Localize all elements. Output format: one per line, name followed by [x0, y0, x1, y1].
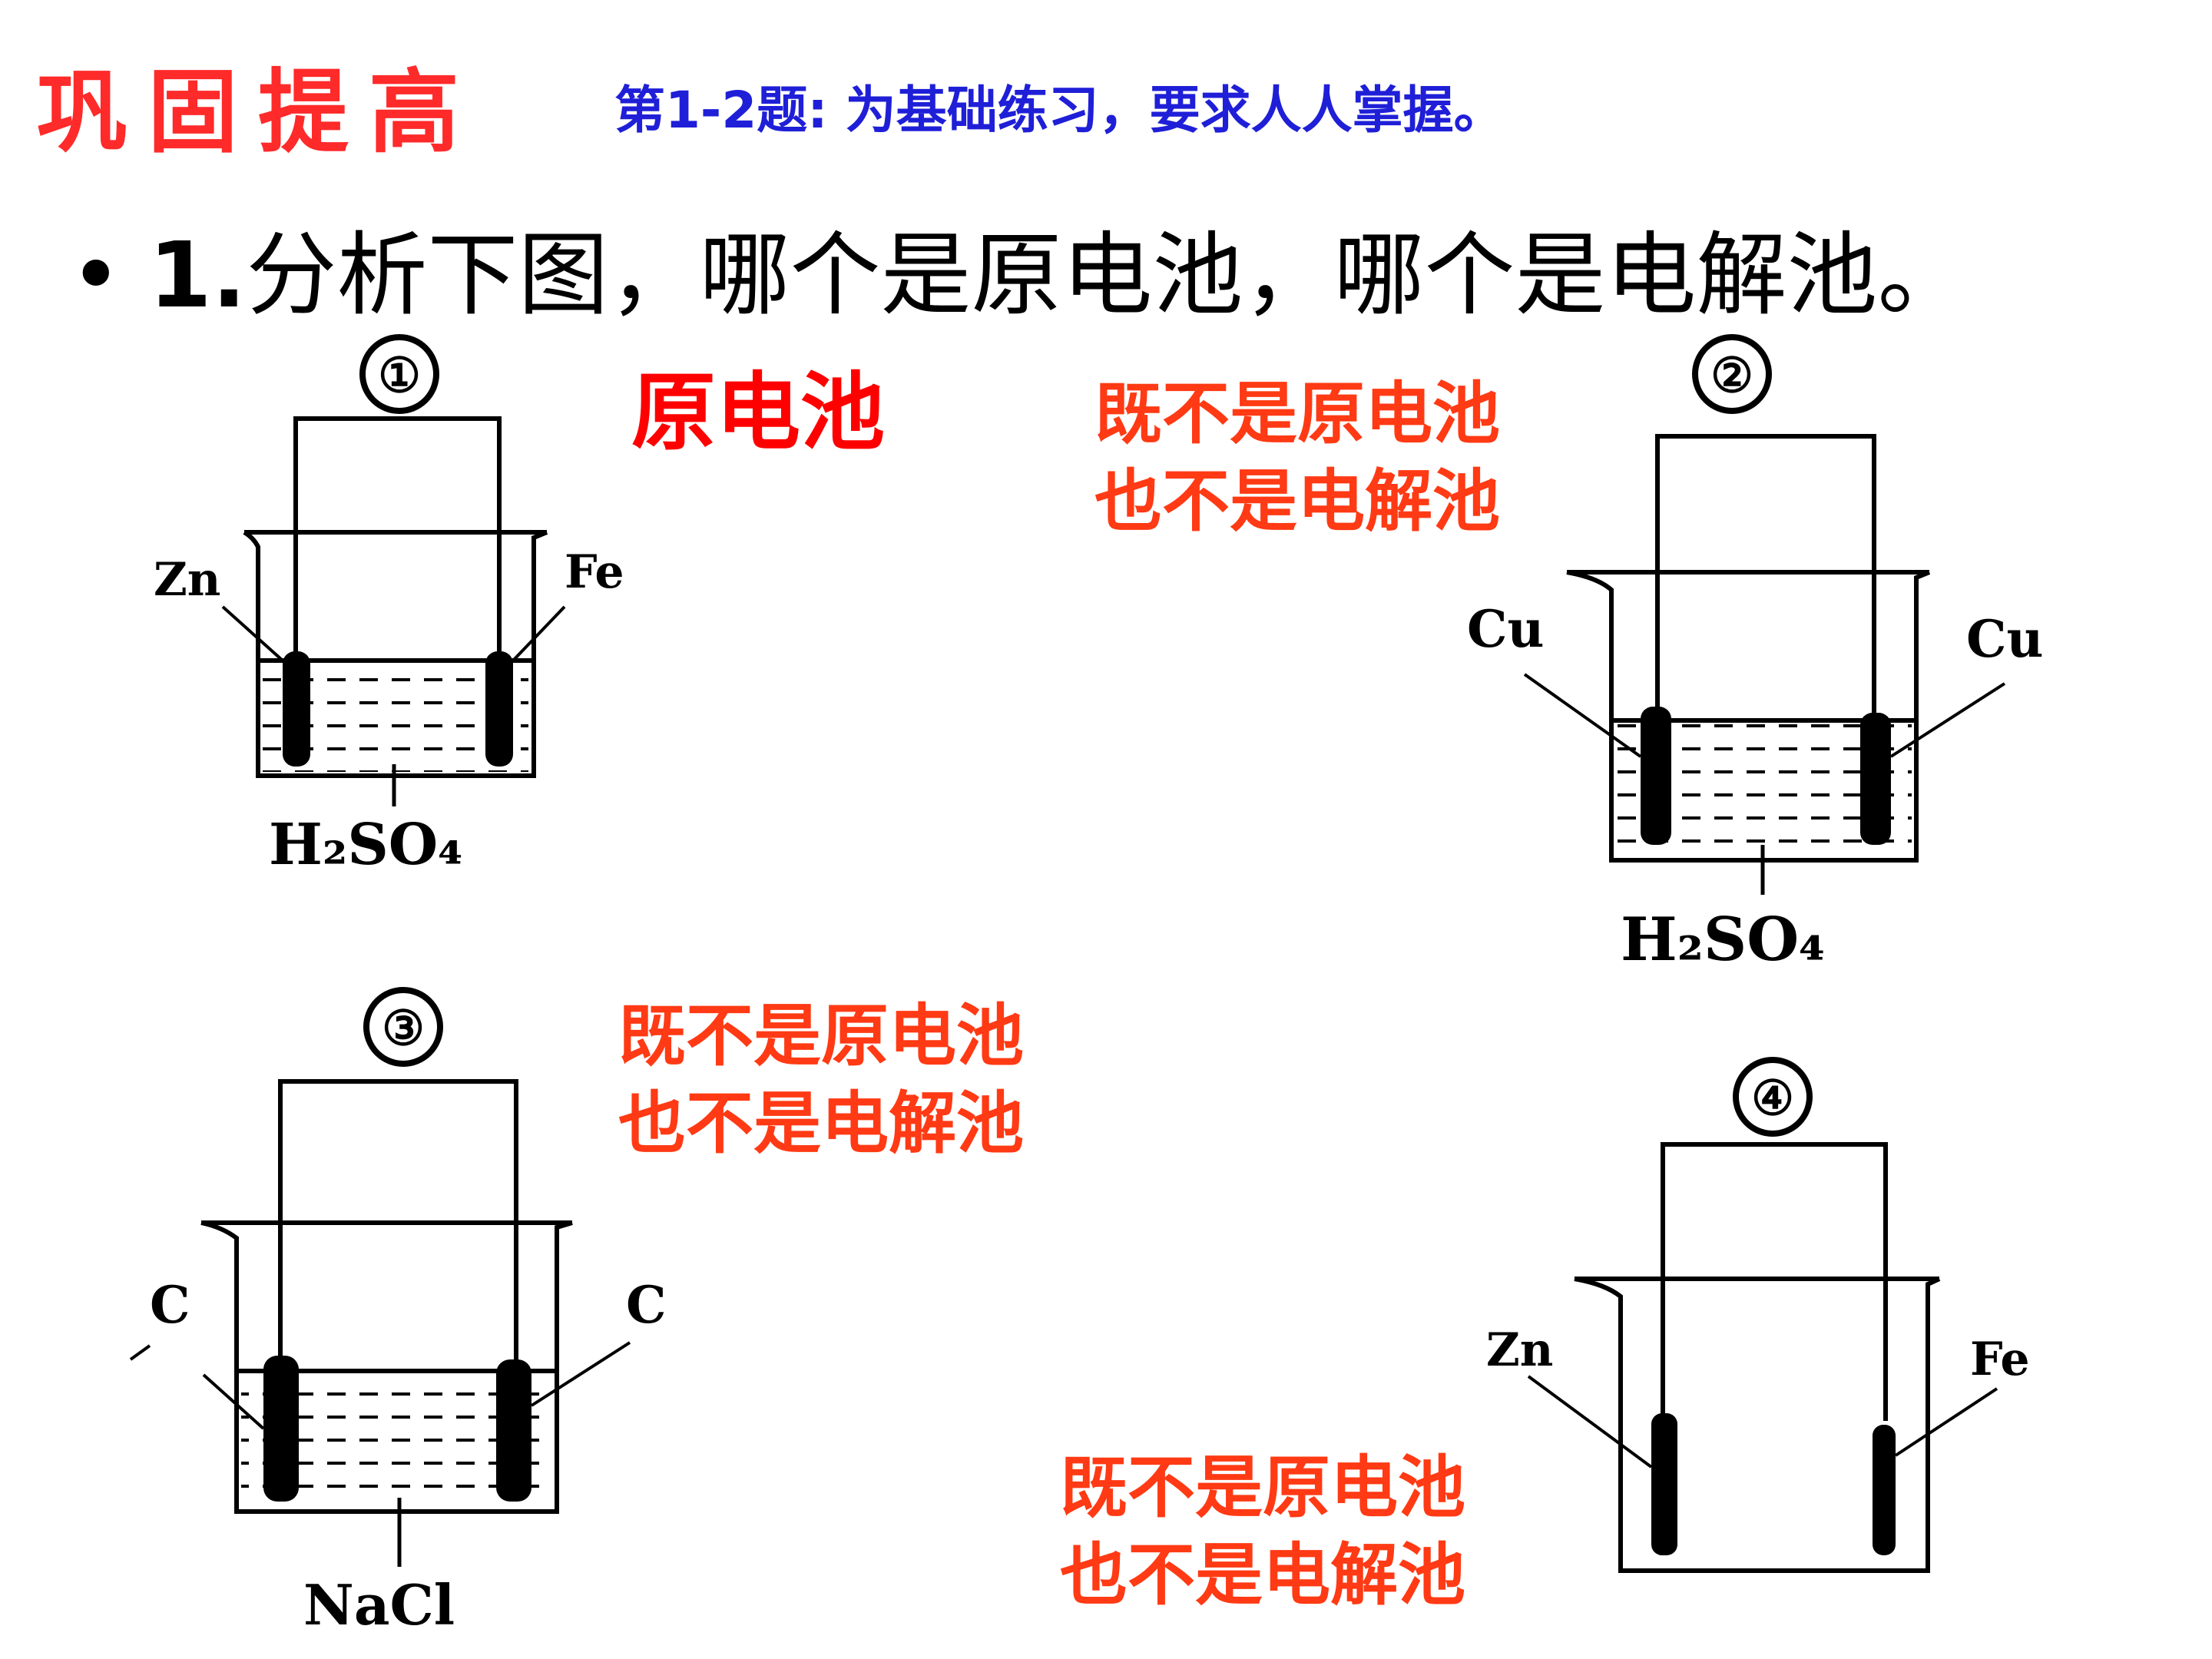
diagram-2-right-electrode: Cu [1966, 609, 2044, 669]
slide-subtitle: 第1-2题: 为基础练习，要求人人掌握。 [614, 81, 1505, 140]
diagram-3-right-electrode: C [626, 1275, 667, 1335]
diagram-3-label: ③ [382, 1000, 425, 1056]
bullet-point: • [69, 222, 123, 328]
question-text: 分析下图，哪个是原电池，哪个是电解池。 [246, 222, 1969, 328]
diagram-4-left-electrode: Zn [1486, 1323, 1553, 1377]
answer-diagram-4-line1: 既不是原电池 [1060, 1448, 1466, 1527]
answer-diagram-3-line1: 既不是原电池 [618, 996, 1025, 1075]
answer-diagram-4-line2: 也不是电解池 [1060, 1535, 1466, 1614]
diagram-4-label: ④ [1751, 1070, 1794, 1126]
diagram-1-right-electrode: Fe [565, 545, 624, 599]
slide-title: 巩固提高 [37, 58, 480, 165]
answer-diagram-2-line1: 既不是原电池 [1094, 374, 1501, 453]
diagram-1-solution: H₂SO₄ [269, 812, 463, 878]
answer-diagram-2-line2: 也不是电解池 [1094, 462, 1501, 541]
question-number: 1. [148, 222, 247, 328]
answer-diagram-3: 既不是原电池 也不是电解池 [618, 992, 1024, 1167]
answer-diagram-1: 原电池 [631, 363, 885, 462]
diagram-3: ③ C C NaCl [129, 987, 667, 1637]
diagram-1-label: ① [378, 347, 421, 403]
answer-diagram-2: 既不是原电池 也不是电解池 [1094, 370, 1500, 545]
diagram-3-solution: NaCl [303, 1572, 455, 1637]
diagram-2-solution: H₂SO₄ [1621, 905, 1825, 975]
answer-diagram-3-line2: 也不是电解池 [618, 1084, 1025, 1163]
diagram-4: ④ Zn Fe [1486, 1057, 2030, 1573]
diagram-3-left-electrode: C [150, 1275, 190, 1335]
answer-diagram-4: 既不是原电池 也不是电解池 [1060, 1444, 1465, 1619]
diagram-4-right-electrode: Fe [1970, 1333, 2030, 1386]
question-line: •1.分析下图，哪个是原电池，哪个是电解池。 [69, 201, 1969, 333]
diagram-1-left-electrode: Zn [154, 553, 220, 607]
diagram-2-label: ② [1710, 347, 1753, 403]
diagram-2-left-electrode: Cu [1467, 599, 1545, 659]
diagram-1: ① Zn Fe H₂SO₄ [154, 334, 624, 878]
diagram-2: ② Cu Cu H₂SO₄ [1467, 334, 2044, 975]
